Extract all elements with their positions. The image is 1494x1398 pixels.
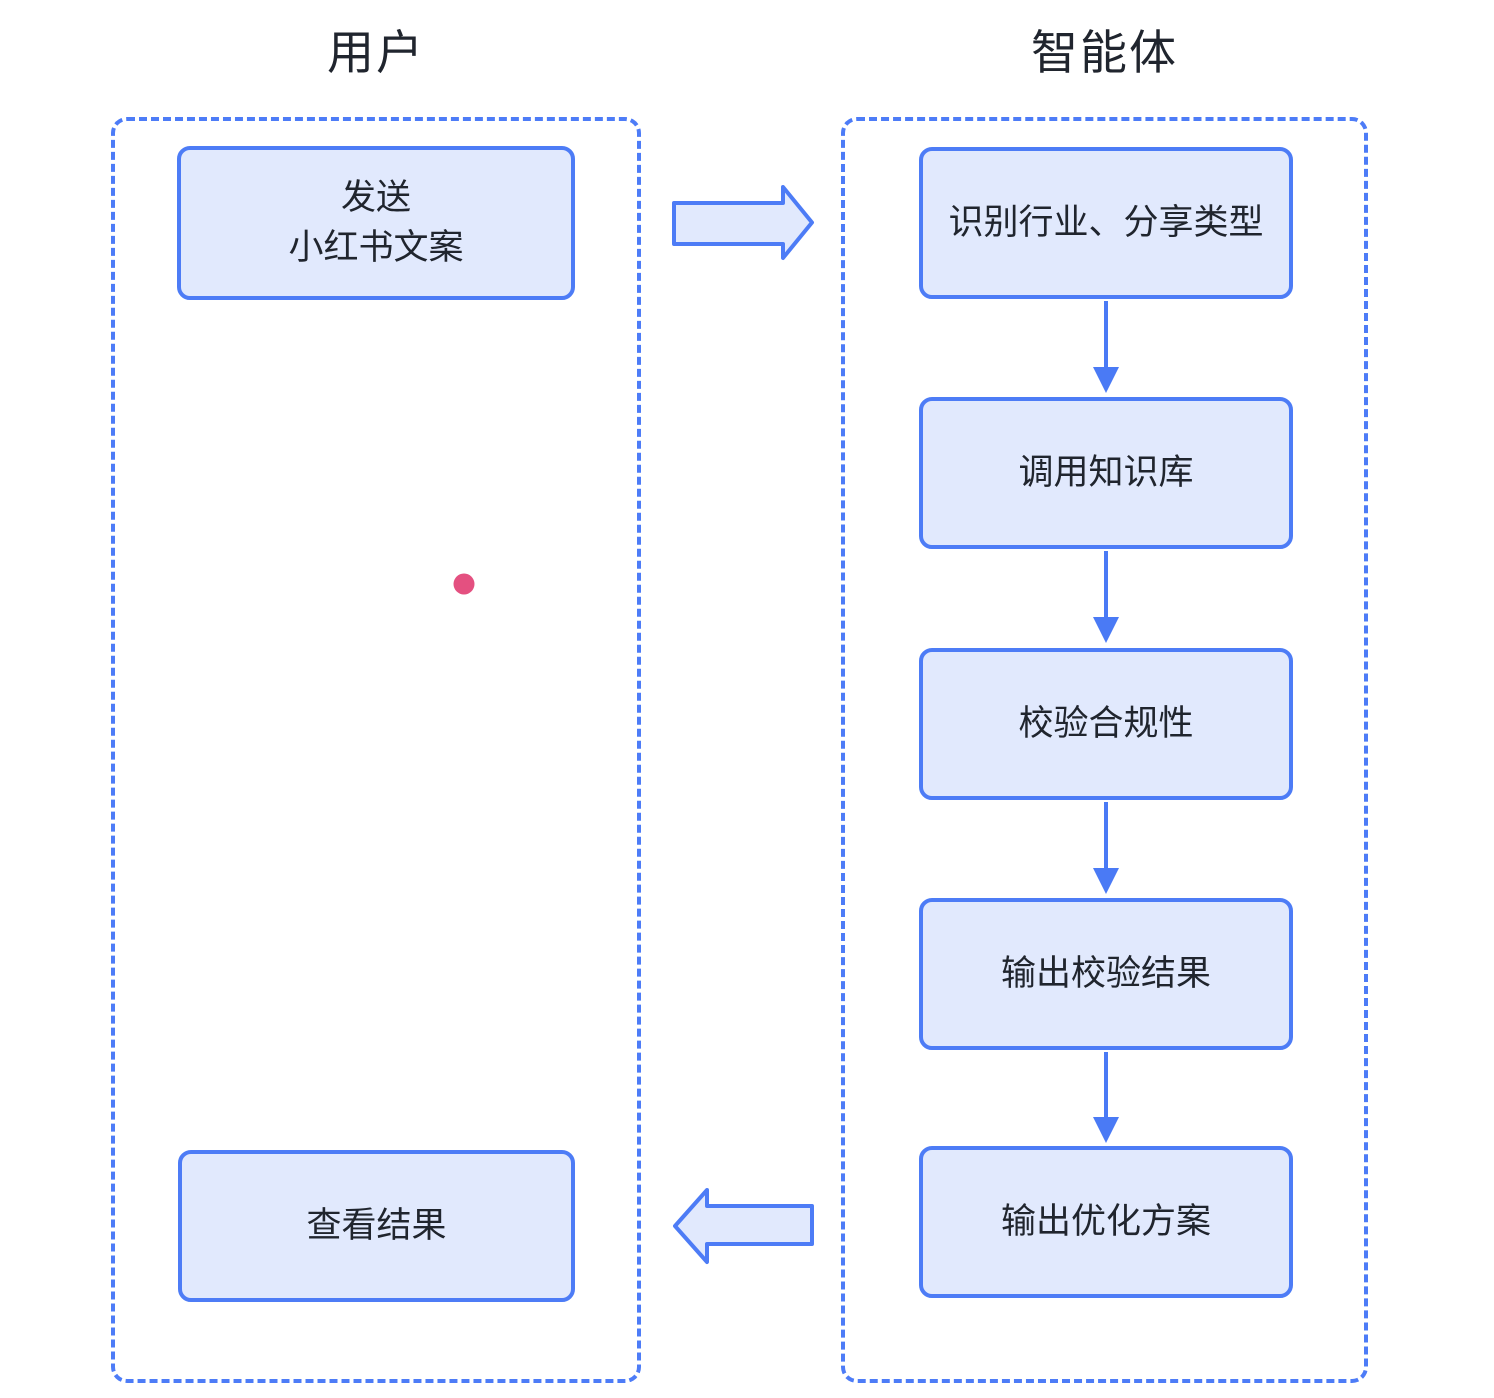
node-view-result: 查看结果	[178, 1150, 575, 1302]
node-output-check-result: 输出校验结果	[919, 898, 1293, 1050]
node-check-compliance: 校验合规性	[919, 648, 1293, 800]
flow-arrow-left-icon	[673, 1188, 814, 1264]
lane-title-agent: 智能体	[1031, 26, 1178, 79]
lane-title-user: 用户	[327, 26, 425, 79]
node-identify-industry-share-type: 识别行业、分享类型	[919, 147, 1293, 299]
node-output-optimization-plan: 输出优化方案	[919, 1146, 1293, 1298]
node-send-xiaohongshu-copy: 发送 小红书文案	[177, 146, 575, 300]
node-call-knowledge-base: 调用知识库	[919, 397, 1293, 549]
lane-agent	[841, 117, 1368, 1383]
flow-arrow-right-icon	[672, 185, 814, 260]
lane-user	[111, 117, 641, 1383]
